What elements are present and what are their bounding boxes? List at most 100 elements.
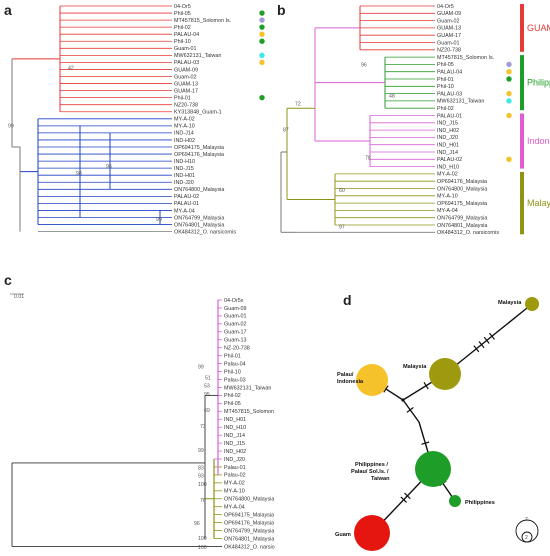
- tip-label: GUAM-09: [437, 11, 461, 17]
- bootstrap-value: 96: [106, 164, 112, 170]
- haplotype-network: MalaysiaMalaysiaPalau/IndonesiaPhilippin…: [335, 297, 539, 551]
- tip-label: MY-A-10: [224, 489, 245, 495]
- tip-label: OK484312_O. narsicornis: [224, 544, 275, 550]
- group-label: Philippines: [527, 78, 550, 88]
- group-bar: [520, 171, 524, 235]
- bootstrap-value: 78: [365, 155, 371, 161]
- tree-b: 04-Or5GUAM-09Guam-02GUAM-13GUAM-17Guam-0…: [280, 4, 550, 236]
- bootstrap-value: 97: [339, 225, 345, 231]
- tip-label: Phil-01: [224, 353, 241, 359]
- bootstrap-value: 93: [198, 473, 204, 479]
- tip-label: Guam-17: [224, 330, 246, 336]
- tip-label: Phil-02: [437, 106, 454, 112]
- tip-label: NZ20-738: [437, 48, 461, 54]
- tip-label: IND_J15: [437, 121, 458, 127]
- tip-label: Phil-01: [174, 95, 191, 101]
- tip-label: OP694176_Malaysia: [437, 179, 487, 185]
- tip-label: MT457815_Solomon Is.: [437, 55, 494, 61]
- tip-label: IND_J14: [437, 150, 458, 156]
- tip-label: MY-A-02: [437, 172, 458, 178]
- tip-label: Guam-13: [224, 338, 246, 344]
- tip-label: OK484312_O. narsicornis: [437, 230, 499, 236]
- tip-label: NZ-20-738: [224, 346, 250, 352]
- location-dot: [506, 69, 512, 75]
- tip-label: Phil-05: [224, 401, 241, 407]
- haplotype-node: [525, 297, 539, 311]
- tip-label: MY-A-04: [224, 505, 245, 511]
- location-dot: [259, 24, 265, 30]
- haplotype-label: Philippines /: [355, 462, 388, 468]
- tip-label: Guam-01: [174, 46, 196, 52]
- tip-label: IND-H01: [174, 173, 195, 179]
- tip-label: IND_J20: [224, 457, 245, 463]
- location-dot: [259, 31, 265, 37]
- legend-value: 2: [525, 535, 528, 541]
- tip-label: MT457815_Solomon Is.: [224, 409, 275, 415]
- tip-label: Phil-05: [437, 62, 454, 68]
- location-dot: [259, 10, 265, 16]
- tip-label: Palau-01: [224, 465, 246, 471]
- location-dot: [259, 17, 265, 23]
- tip-label: 04-Or5: [174, 4, 191, 10]
- mutation-tick: [483, 336, 490, 344]
- tip-label: GUAM-17: [437, 33, 461, 39]
- location-dot: [259, 52, 265, 59]
- tip-label: OP694176_Malaysia: [224, 520, 274, 526]
- tip-label: MT457815_Solomon Is.: [174, 18, 231, 24]
- tip-label: ON764801_Malaysia: [224, 536, 274, 542]
- tip-label: IND_H10: [224, 425, 246, 431]
- tip-label: Guam-01: [224, 314, 246, 320]
- bootstrap-value: 95: [204, 392, 210, 398]
- group-label: Indonesia: [527, 136, 550, 146]
- tip-label: ON764799_Malaysia: [437, 216, 487, 222]
- bootstrap-value: 96: [194, 521, 200, 527]
- tip-label: PALAU-03: [437, 91, 462, 97]
- tip-label: MY-A-02: [174, 117, 195, 123]
- tip-label: GUAM-13: [437, 26, 461, 32]
- tip-label: Guam-02: [224, 322, 246, 328]
- tip-label: Phil-02: [224, 393, 241, 399]
- bootstrap-value: 99: [198, 448, 204, 454]
- panel-label-c: c: [4, 272, 12, 288]
- tip-label: IND-H10: [174, 159, 195, 165]
- tip-label: Palau-03: [224, 377, 246, 383]
- group-label: Malaysia: [527, 198, 550, 208]
- bootstrap-value: 69: [204, 408, 210, 414]
- legend-value: 7: [525, 517, 528, 523]
- mutation-tick: [421, 441, 430, 445]
- haplotype-label: Palau/ Sol.Is. /: [351, 469, 389, 475]
- bootstrap-value: 72: [295, 101, 301, 107]
- tip-label: Guam-01: [437, 40, 459, 46]
- tip-label: OP694175_Malaysia: [224, 512, 274, 518]
- tip-label: Guam-02: [437, 18, 459, 24]
- tip-label: IND_J20: [437, 135, 458, 141]
- group-label: GUAM: [527, 23, 550, 33]
- mutation-tick: [383, 385, 389, 393]
- location-dot: [506, 112, 512, 119]
- tip-label: IND_H01: [437, 143, 459, 149]
- mutation-tick: [400, 496, 408, 503]
- tree-c: 04-Or5xGuam-09Guam-01Guam-02Guam-17Guam-…: [10, 293, 286, 551]
- mutation-tick: [423, 381, 429, 390]
- bootstrap-value: 100: [198, 545, 207, 551]
- tip-label: Phil-05: [174, 11, 191, 17]
- tip-label: Palau-02: [224, 473, 246, 479]
- tip-label: Guam-02: [174, 74, 196, 80]
- bootstrap-value: 60: [339, 188, 345, 194]
- tip-label: IND_J15: [224, 441, 245, 447]
- haplotype-label: Indonesia: [337, 379, 364, 385]
- bootstrap-value: 42: [68, 65, 74, 71]
- tip-label: ON764799_Malaysia: [224, 528, 274, 534]
- haplotype-node: [449, 495, 461, 507]
- tip-label: PALAU-01: [437, 113, 462, 119]
- tip-label: MY-A-10: [174, 124, 195, 130]
- tip-label: PALAU-04: [437, 70, 462, 76]
- haplotype-node: [356, 364, 388, 396]
- bootstrap-value: 76: [200, 498, 206, 504]
- haplotype-label: Malaysia: [403, 364, 427, 370]
- tip-label: IND-H02: [174, 138, 195, 144]
- tip-label: Phil-10: [437, 84, 454, 90]
- tip-label: OK484312_O. narsicornis: [174, 229, 236, 235]
